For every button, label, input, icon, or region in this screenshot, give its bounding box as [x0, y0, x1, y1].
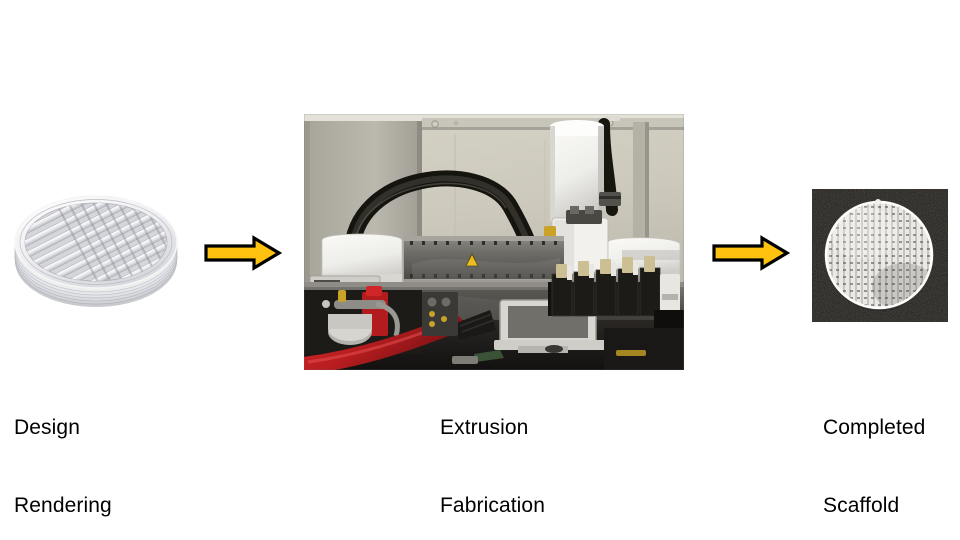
tool-cartridge-row: [548, 256, 680, 318]
connector-panel: [422, 292, 458, 336]
arrow-1: [204, 235, 282, 271]
gantry-rail: [404, 236, 564, 285]
design-rendering-image: [8, 186, 186, 312]
caption-line: Rendering: [14, 494, 112, 517]
printer-photograph: [304, 114, 684, 370]
caption-extrusion-fabrication: Extrusion Fabrication: [440, 363, 545, 540]
scaffold-photograph: [812, 189, 948, 322]
caption-line: Design: [14, 416, 80, 439]
left-lower-machinery: [304, 286, 422, 354]
scaffold-cad-render: [14, 195, 178, 307]
caption-line: Completed: [823, 416, 926, 439]
scaffold-rim-inner-line: [19, 199, 173, 285]
scaffold-rim-highlight: [14, 195, 178, 289]
arrow-2: [712, 235, 790, 271]
caption-completed-scaffold: Completed Scaffold: [823, 363, 925, 540]
caption-line: Fabrication: [440, 494, 545, 517]
caption-line: Extrusion: [440, 416, 529, 439]
printed-scaffold-disc: [823, 199, 935, 311]
caption-design-rendering: Design Rendering: [14, 363, 112, 540]
right-arrow-icon: [712, 235, 790, 271]
print-head-column: [550, 120, 621, 222]
caption-line: Scaffold: [823, 494, 900, 517]
right-arrow-icon: [204, 235, 282, 271]
completed-scaffold-photo: [812, 189, 948, 322]
extrusion-fabrication-photo: [304, 114, 684, 370]
